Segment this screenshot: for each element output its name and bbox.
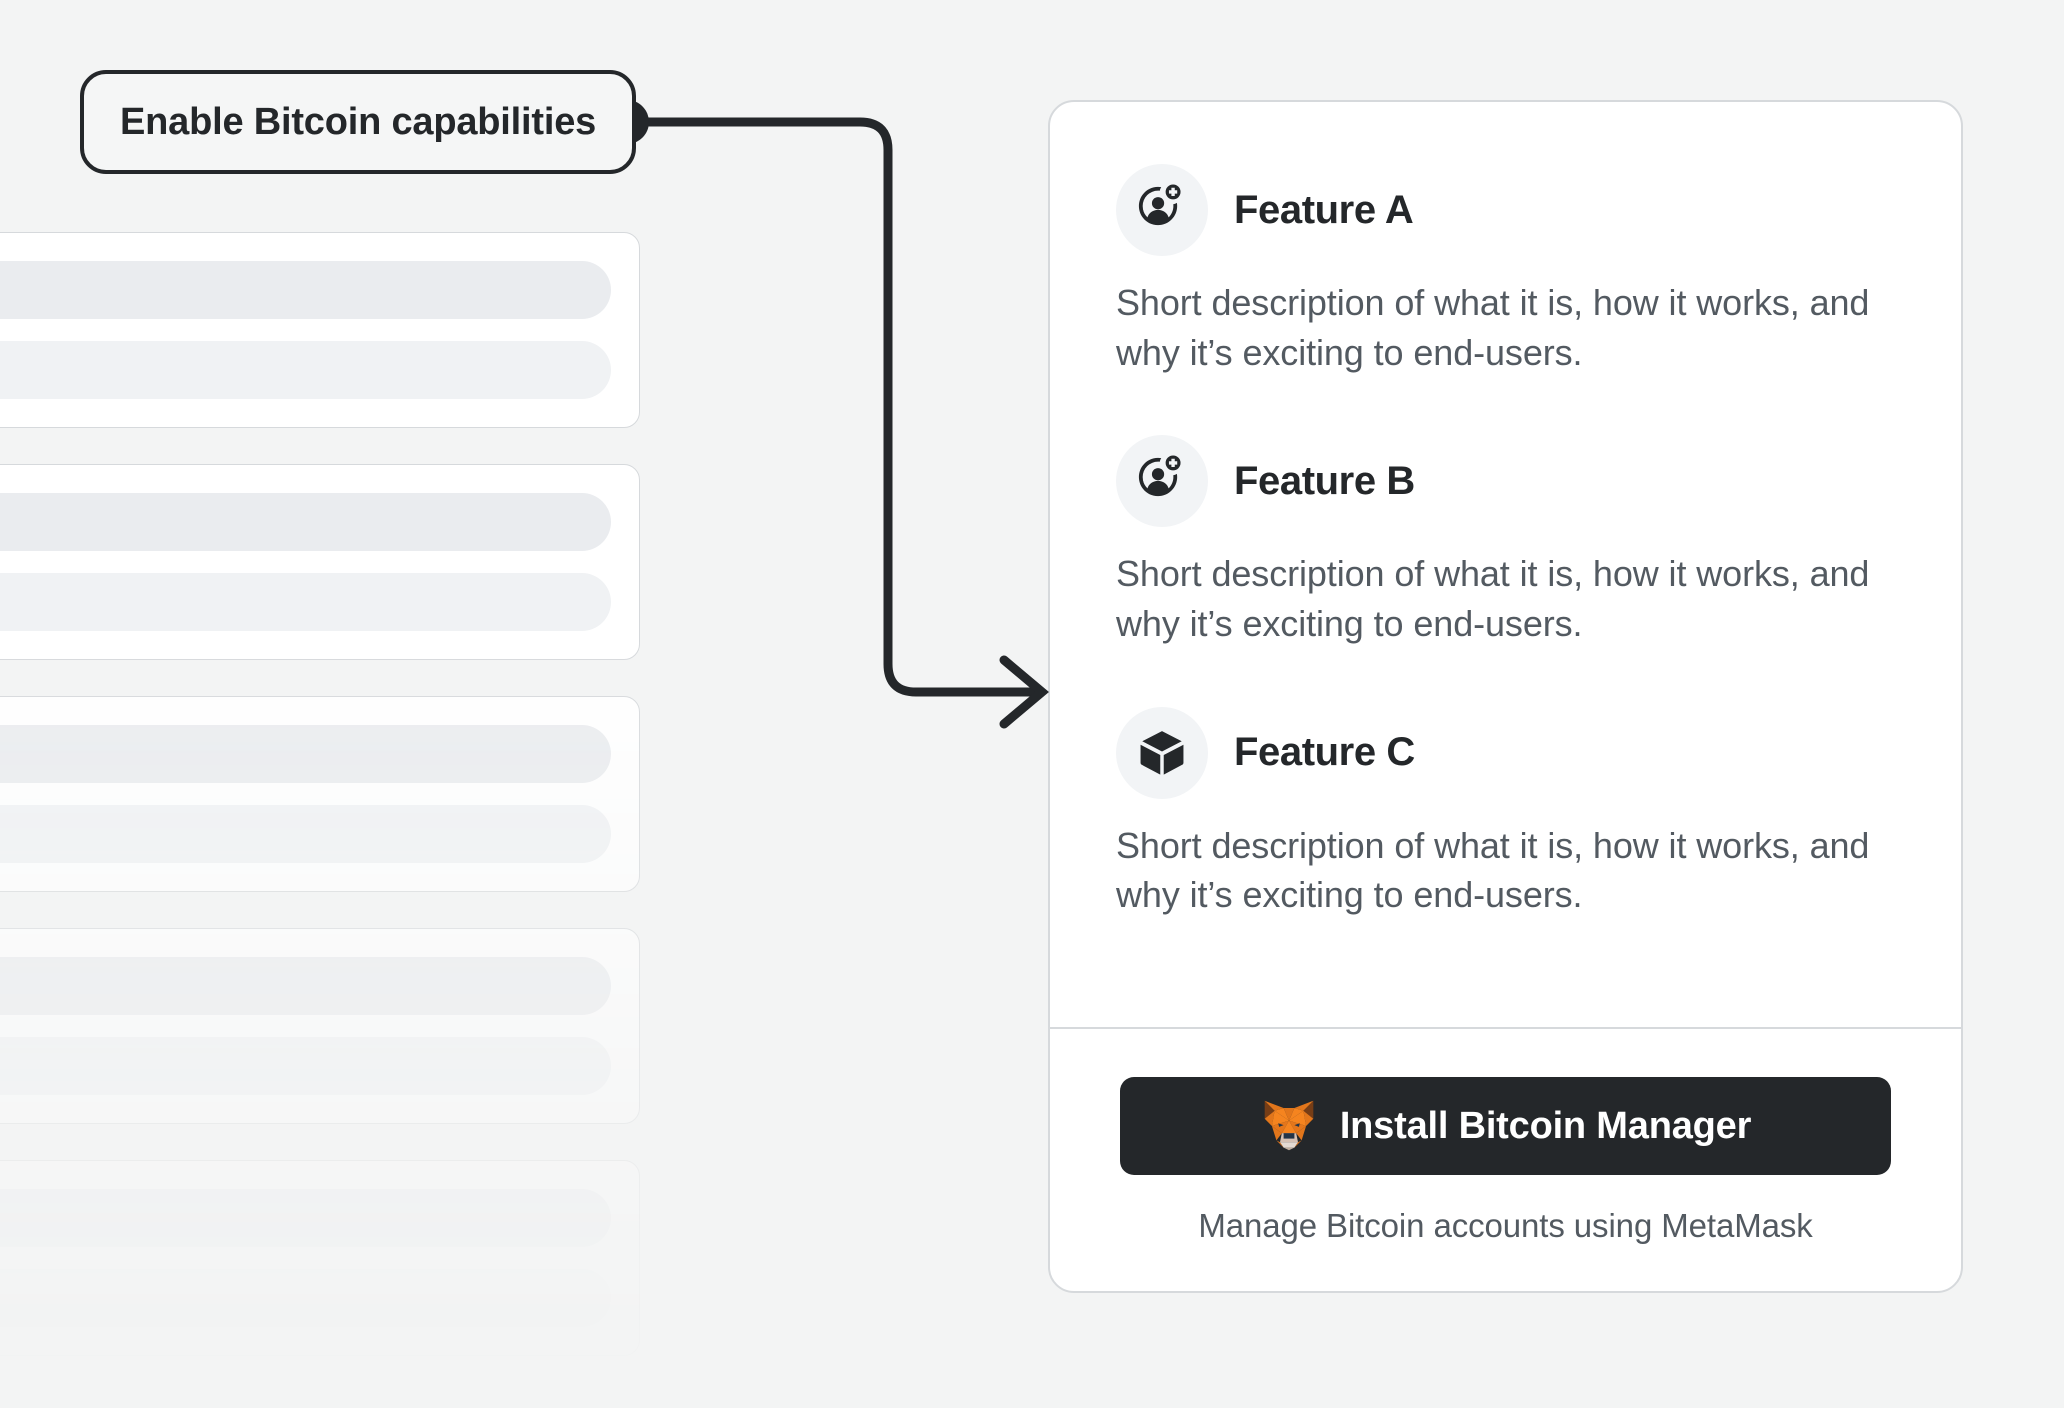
feature-heading: Feature B [1116, 435, 1895, 528]
skeleton-card [0, 928, 640, 1124]
skeleton-bar-primary [0, 1189, 611, 1247]
feature-card: Feature A Short description of what it i… [1048, 100, 1963, 1293]
footer-caption: Manage Bitcoin accounts using MetaMask [1198, 1207, 1813, 1244]
skeleton-bar-secondary [0, 805, 611, 863]
install-bitcoin-manager-button[interactable]: Install Bitcoin Manager [1120, 1077, 1891, 1175]
feature-description: Short description of what it is, how it … [1116, 282, 1870, 373]
skeleton-bar-primary [0, 725, 611, 783]
install-button-label: Install Bitcoin Manager [1339, 1104, 1752, 1147]
feature-title: Feature B [1234, 458, 1415, 503]
feature-title: Feature C [1234, 730, 1415, 775]
arrow-right-icon [999, 655, 1049, 729]
feature-description: Short description of what it is, how it … [1116, 824, 1870, 916]
skeleton-card [0, 232, 640, 428]
card-footer: Install Bitcoin Manager Manage Bitcoin a… [1050, 1029, 1961, 1291]
skeleton-bar-primary [0, 261, 611, 319]
skeleton-bar-secondary [0, 573, 611, 631]
feature-row: Feature C Short description of what it i… [1116, 706, 1895, 920]
cube-icon [1116, 706, 1208, 799]
feature-heading: Feature A [1116, 164, 1895, 256]
add-account-icon [1116, 435, 1208, 528]
metamask-fox-icon [1260, 1099, 1318, 1153]
skeleton-bar-secondary [0, 1037, 611, 1095]
skeleton-bar-secondary [0, 341, 611, 399]
feature-title: Feature A [1234, 187, 1414, 232]
feature-row: Feature B Short description of what it i… [1116, 435, 1895, 648]
skeleton-bar-primary [0, 493, 611, 551]
skeleton-bar-secondary [0, 1269, 611, 1327]
skeleton-card [0, 1160, 640, 1356]
feature-heading: Feature C [1116, 706, 1895, 799]
feature-description: Short description of what it is, how it … [1116, 553, 1870, 645]
skeleton-card [0, 696, 640, 892]
feature-row: Feature A Short description of what it i… [1116, 164, 1895, 377]
skeleton-bar-primary [0, 957, 611, 1015]
skeleton-card [0, 464, 640, 660]
skeleton-card-list [0, 232, 640, 1408]
feature-list: Feature A Short description of what it i… [1050, 102, 1961, 969]
connector-path [627, 117, 1040, 697]
add-account-icon [1116, 164, 1208, 256]
callout-pill[interactable]: Enable Bitcoin capabilities [80, 70, 637, 174]
callout-pill-label: Enable Bitcoin capabilities [120, 100, 597, 143]
card-divider [1050, 1027, 1961, 1029]
